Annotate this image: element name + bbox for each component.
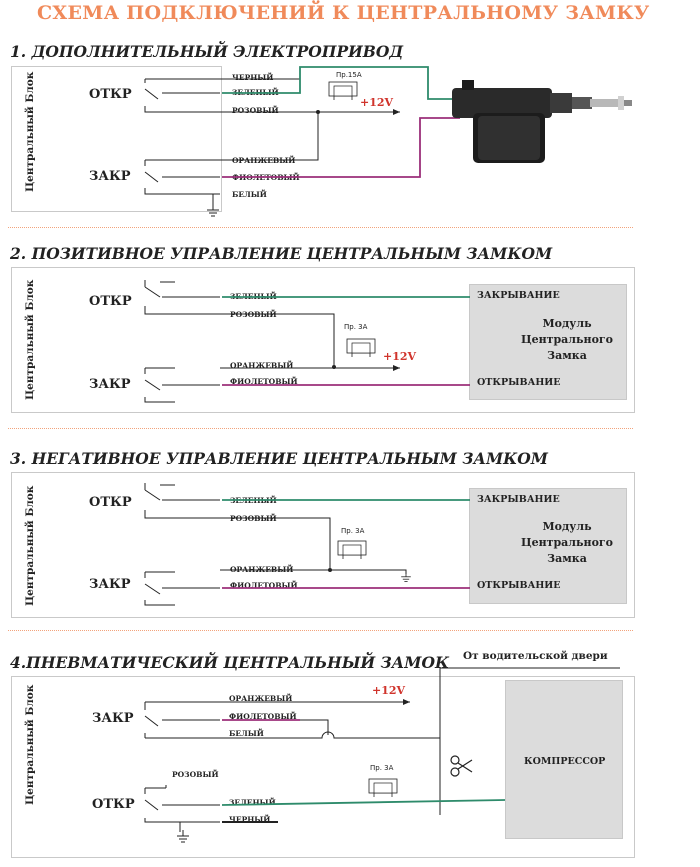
wire-white-1: БЕЛЫЙ [232,190,267,199]
section-1-wiring [144,78,400,206]
module-3-closing: ЗАКРЫВАНИЕ [477,494,560,505]
open-switch-4-label: ОТКР [92,797,135,812]
open-switch-3-label: ОТКР [89,495,132,510]
door-actuator [452,80,632,163]
module-3-title: Модуль Центрального Замка [512,519,622,567]
wire-orange-2: ОРАНЖЕВЫЙ [230,361,294,370]
close-switch-3-label: ЗАКР [89,577,131,592]
close-switch-4-label: ЗАКР [92,711,134,726]
plus12v-4: +12V [372,684,406,697]
module-2-title-line2: Центрального [520,333,613,346]
violet-wire-1 [222,117,460,178]
fuse-3-label: Пр. 3А [341,527,365,535]
driver-door-label: От водительской двери [463,650,608,662]
module-3-title-line3: Замка [547,552,587,565]
close-switch-1-label: ЗАКР [89,169,131,184]
module-2-title-line1: Модуль [542,317,592,330]
fuse-4-label: Пр. 3А [370,764,394,772]
section-4-title: 4.ПНЕВМАТИЧЕСКИЙ ЦЕНТРАЛЬНЫЙ ЗАМОК [10,653,450,672]
module-2-title: Модуль Центрального Замка [512,316,622,364]
section-1-title: 1. ДОПОЛНИТЕЛЬНЫЙ ЭЛЕКТРОПРИВОД [10,42,404,61]
fuse-2-label: Пр. 3А [344,323,368,331]
lock-module-3 [469,488,627,604]
section-3-title: 3. НЕГАТИВНОЕ УПРАВЛЕНИЕ ЦЕНТРАЛЬНЫМ ЗАМ… [10,449,548,468]
wire-pink-1: РОЗОВЫЙ [232,106,279,115]
fuse-1-label: Пр.15А [336,71,362,79]
wire-violet-3: ФИОЛЕТОВЫЙ [230,581,298,590]
module-2-closing: ЗАКРЫВАНИЕ [477,290,560,301]
module-3-title-line2: Центрального [520,536,613,549]
module-2-opening: ОТКРЫВАНИЕ [477,377,561,388]
wire-orange-4: ОРАНЖЕВЫЙ [229,694,293,703]
module-3-opening: ОТКРЫВАНИЕ [477,580,561,591]
open-switch-2-label: ОТКР [89,294,132,309]
compressor-label: КОМПРЕССОР [524,756,606,767]
wire-violet-4: ФИОЛЕТОВЫЙ [229,712,297,721]
green-wire-4 [221,799,506,806]
section-3-wiring [144,483,407,606]
green-wire-1 [222,66,456,100]
central-block-1 [11,66,222,212]
wire-green-4: ЗЕЛЕНЫЙ [229,798,276,807]
wire-white-4: БЕЛЫЙ [229,729,264,738]
wire-black-4: ЧЕРНЫЙ [229,815,271,824]
section-2-wiring [144,280,400,403]
module-2-title-line3: Замка [547,349,587,362]
module-3-title-line1: Модуль [542,520,592,533]
main-title: СХЕМА ПОДКЛЮЧЕНИЙ К ЦЕНТРАЛЬНОМУ ЗАМКУ [37,2,650,24]
compressor-box [505,680,623,839]
plus12v-1: +12V [360,96,394,109]
section-4-wiring [144,667,620,832]
wire-black-1: ЧЕРНЫЙ [232,73,274,82]
scissors-icon [450,755,473,777]
plus12v-2: +12V [383,350,417,363]
divider-1 [8,227,633,228]
wire-violet-2: ФИОЛЕТОВЫЙ [230,377,298,386]
lock-module-2 [469,284,627,400]
wire-pink-4: РОЗОВЫЙ [172,770,219,779]
section-2-title: 2. ПОЗИТИВНОЕ УПРАВЛЕНИЕ ЦЕНТРАЛЬНЫМ ЗАМ… [10,244,553,263]
close-switch-2-label: ЗАКР [89,377,131,392]
divider-3 [8,630,633,631]
open-switch-1-label: ОТКР [89,87,132,102]
divider-2 [8,428,633,429]
